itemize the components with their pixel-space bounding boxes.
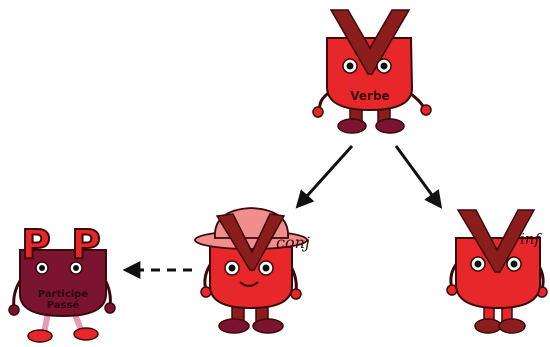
inf-tag: inf	[520, 230, 542, 248]
verbe-label: Verbe	[350, 89, 389, 103]
smile	[239, 281, 259, 287]
passe-label: Passé	[47, 299, 80, 311]
inf-character: inf	[446, 209, 548, 334]
verbe-character: Verbe	[312, 9, 432, 134]
arrow-verbe-to-conj	[295, 144, 354, 209]
participe-label: Participe	[38, 289, 88, 300]
arrow-verbe-to-inf	[394, 145, 443, 209]
conj-tag: conj	[276, 233, 310, 252]
conj-character: conj	[194, 207, 310, 334]
